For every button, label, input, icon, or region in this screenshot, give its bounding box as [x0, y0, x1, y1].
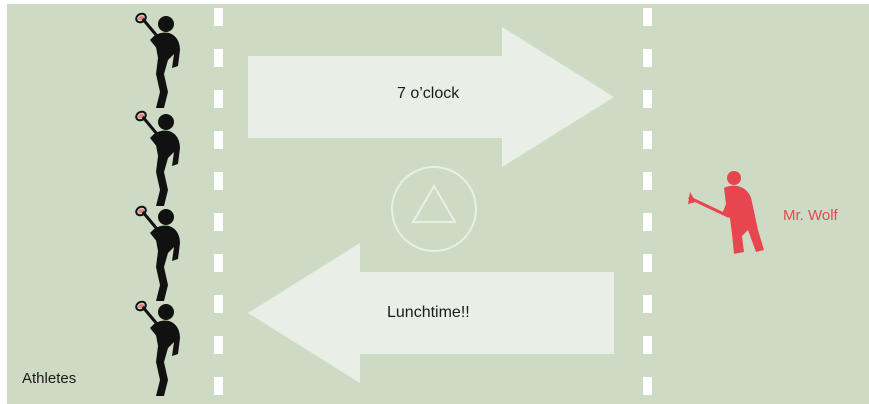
- bottom-arrow-label: Lunchtime!!: [387, 304, 470, 322]
- athlete-icon: [128, 108, 188, 210]
- wolf-icon: [688, 168, 778, 258]
- athlete-icon: [128, 10, 188, 112]
- left-dashed-line: [214, 8, 223, 400]
- athlete-icon: [128, 298, 188, 400]
- right-dashed-line: [643, 8, 652, 400]
- top-arrow-label: 7 o’clock: [397, 85, 459, 103]
- athletes-label: Athletes: [22, 370, 76, 387]
- triangle-icon: [389, 164, 479, 254]
- wolf-label: Mr. Wolf: [783, 207, 838, 224]
- athlete-icon: [128, 203, 188, 305]
